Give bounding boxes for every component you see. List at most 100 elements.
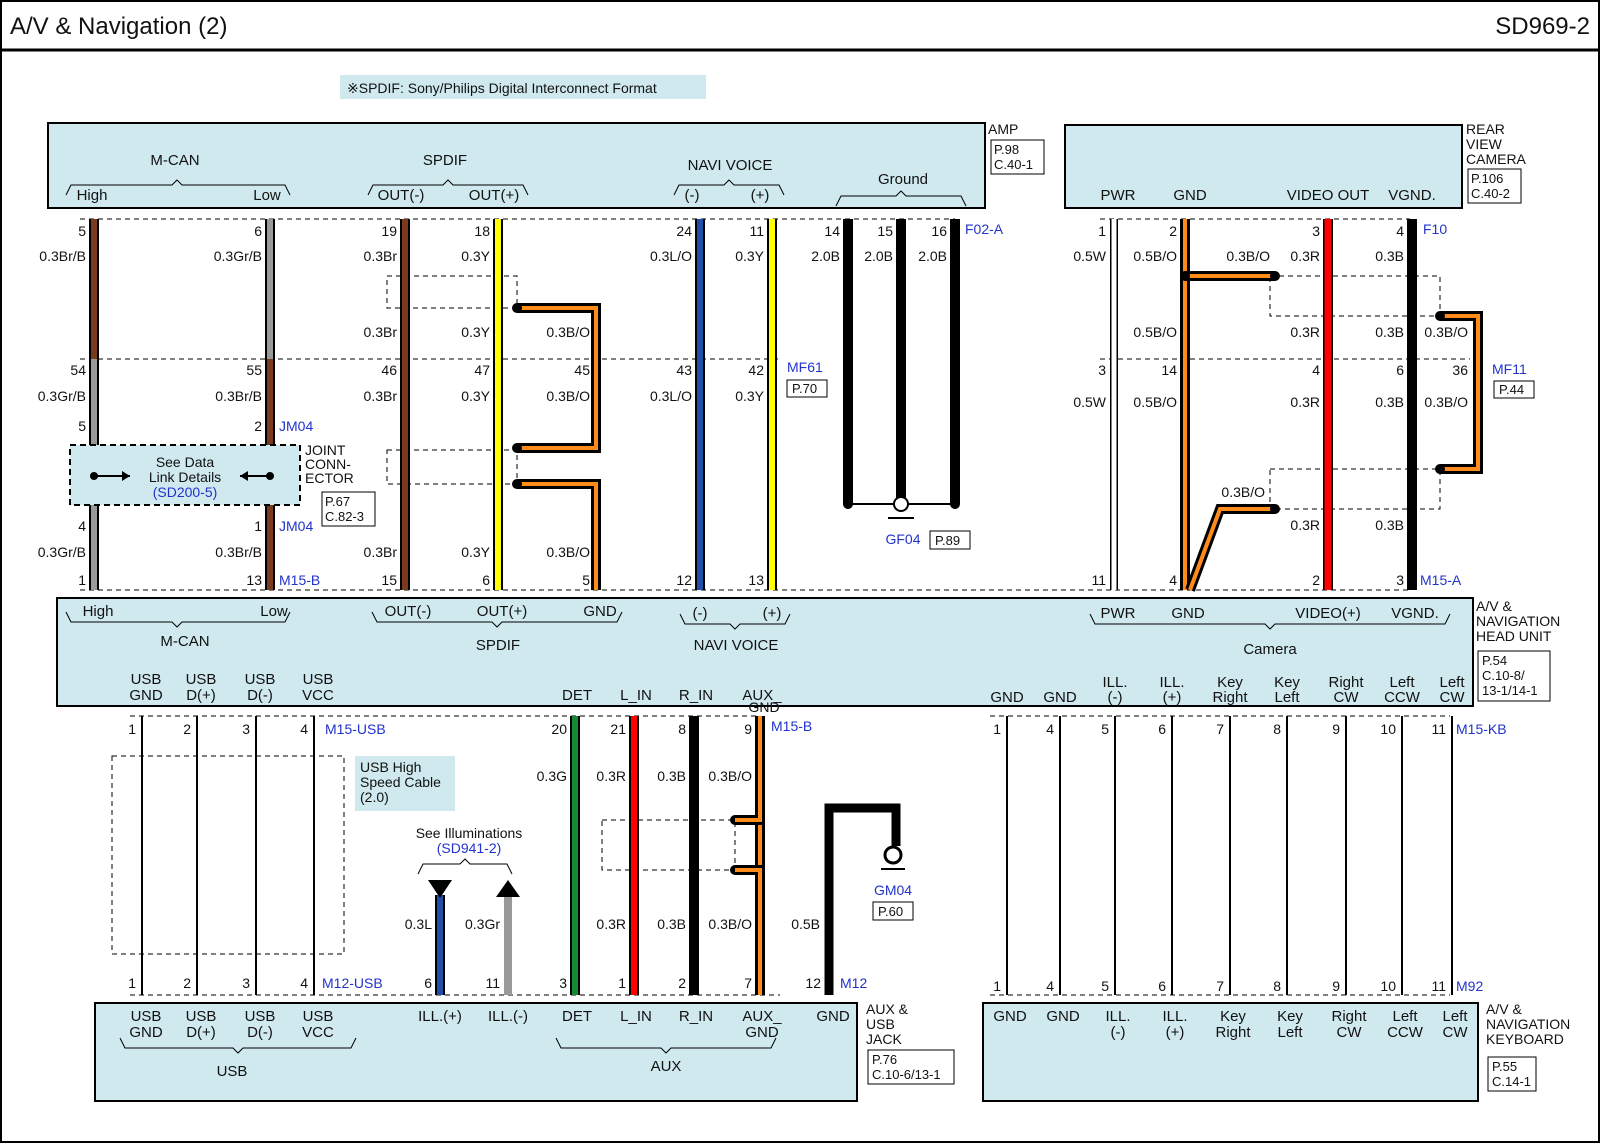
hu-camera: Camera <box>1243 641 1297 658</box>
conn-m15kb[interactable]: M15-KB <box>1456 721 1507 737</box>
hu-kb-l1-7: Left <box>1389 674 1415 691</box>
amp-pin-high: High <box>77 187 108 204</box>
amp-mcan-brace <box>65 179 291 196</box>
jack-pin-l2-3: VCC <box>302 1024 334 1041</box>
amp-ref-box <box>990 139 1045 175</box>
wl-w2a: 0.3Gr/B <box>214 248 262 264</box>
hu-kb-l2-8: CW <box>1440 689 1466 706</box>
pin-hu-cam-2: 2 <box>1312 572 1320 588</box>
pin-hu-top-5: 12 <box>676 572 692 588</box>
conn-m12[interactable]: M12 <box>840 975 867 991</box>
pin-jm-3: 1 <box>254 518 262 534</box>
pin-kbd-5: 8 <box>1273 978 1281 994</box>
camera-ref1: P.106 <box>1471 171 1503 186</box>
diagram-code: SD969-2 <box>1495 13 1590 40</box>
conn-mf61[interactable]: MF61 <box>787 359 823 375</box>
amp-ground-node-2 <box>950 499 960 509</box>
conn-m12usb[interactable]: M12-USB <box>322 975 383 991</box>
gf04-ref: P.89 <box>935 533 960 548</box>
conn-f10[interactable]: F10 <box>1423 221 1447 237</box>
conn-m15b-bottom[interactable]: M15-B <box>771 718 812 734</box>
wl-w17-1: 0.3B/O <box>708 916 752 932</box>
jack-pin-l1-6: DET <box>562 1008 592 1025</box>
pin-mid-1: 55 <box>246 362 262 378</box>
pin-cam-3: 4 <box>1396 223 1404 239</box>
gm04-ref-box <box>872 901 914 921</box>
pin-mid-5: 43 <box>676 362 692 378</box>
ill-plus-arrow <box>428 880 452 898</box>
conn-m92[interactable]: M92 <box>1456 978 1483 994</box>
conn-m15a[interactable]: M15-A <box>1420 572 1462 588</box>
pin-mf11-3: 6 <box>1396 362 1404 378</box>
illum-brace <box>417 858 513 875</box>
pin-mid-0: 54 <box>70 362 86 378</box>
conn-m15b-top[interactable]: M15-B <box>279 572 320 588</box>
hu-ref1: P.54 <box>1482 653 1507 668</box>
amp-pin-navi-plus: (+) <box>751 187 770 204</box>
camera-pin-pwr: PWR <box>1101 187 1136 204</box>
joint-see-link[interactable]: (SD200-5) <box>153 484 218 500</box>
page-title: A/V & Navigation (2) <box>10 13 227 40</box>
jack-pin-l2-0: GND <box>129 1024 163 1041</box>
wire-cam-gnd-join-casing <box>1185 504 1275 592</box>
conn-jm04-a[interactable]: JM04 <box>279 418 313 434</box>
jack-pin-l1-4: ILL.(+) <box>418 1008 462 1025</box>
kbd-ref1: P.55 <box>1492 1059 1517 1074</box>
kbd-ref-box <box>1487 1056 1537 1092</box>
pin-jm-0: 5 <box>78 418 86 434</box>
hu-kb-l2-3: (+) <box>1163 689 1182 706</box>
pin-kb-top-6: 9 <box>1332 721 1340 737</box>
kbd-pin-l2-7: CCW <box>1387 1024 1424 1041</box>
wl-w13-3: 0.3B <box>1375 517 1404 533</box>
usb-cable-1: USB High <box>360 759 421 775</box>
hu-usb-l2-1: D(+) <box>186 687 216 704</box>
conn-f02a[interactable]: F02-A <box>965 221 1004 237</box>
hu-kb-l1-1: GND <box>1043 689 1077 706</box>
keyboard-box <box>982 1002 1479 1102</box>
jack-aux-group: AUX <box>651 1058 682 1075</box>
conn-jm04-b[interactable]: JM04 <box>279 518 313 534</box>
pin-kbd-8: 11 <box>1431 978 1446 994</box>
hu-usb-l1-0: USB <box>131 671 162 688</box>
hu-name-3: HEAD UNIT <box>1476 628 1552 644</box>
wl-w1a: 0.3Br/B <box>39 248 86 264</box>
pin-mf11-2: 4 <box>1312 362 1320 378</box>
camera-pin-vgnd: VGND. <box>1388 187 1436 204</box>
wl-w9-0: 0.5W <box>1073 248 1106 264</box>
jack-pin-l2-9: GND <box>745 1024 779 1041</box>
wl-w1b: 0.3Gr/B <box>38 388 86 404</box>
hu-vgnd: VGND. <box>1391 605 1439 622</box>
pin-jm-2: 4 <box>78 518 86 534</box>
hu-kb-l1-3: ILL. <box>1159 674 1184 691</box>
splice-dots <box>512 271 1445 875</box>
conn-m15usb[interactable]: M15-USB <box>325 721 386 737</box>
wl-w3-2: 0.3Br <box>364 388 398 404</box>
usb-cable-3: (2.0) <box>360 789 389 805</box>
illum-link[interactable]: (SD941-2) <box>437 840 502 856</box>
wl-w4-2: 0.3Y <box>461 388 490 404</box>
wl-w12-1: 0.3R <box>1290 324 1320 340</box>
pin-jack-8: 2 <box>678 975 686 991</box>
hu-aux-l2-3: GND <box>748 699 779 715</box>
gf04-label[interactable]: GF04 <box>885 531 920 547</box>
pin-kb-top-7: 10 <box>1380 721 1396 737</box>
pin-aux-top-3: 9 <box>744 721 752 737</box>
connector-ids: F02-A F10 MF61 MF11 JM04 JM04 M15-B M15-… <box>279 221 1527 994</box>
amp-ground-label: Ground <box>878 171 928 188</box>
pin-kb-top-4: 7 <box>1216 721 1224 737</box>
hu-kb-l1-0: GND <box>990 689 1024 706</box>
pin-amp-0: 5 <box>78 223 86 239</box>
camera-pin-gnd: GND <box>1173 187 1207 204</box>
pin-jack-usb-0: 1 <box>128 975 136 991</box>
camera-box <box>1064 124 1463 209</box>
kbd-pin-l1-7: Left <box>1392 1008 1418 1025</box>
hu-braces <box>65 611 1451 1054</box>
wl-w12-0: 0.3R <box>1290 248 1320 264</box>
gm04-label[interactable]: GM04 <box>874 882 912 898</box>
kbd-name-1: A/V & <box>1486 1001 1522 1017</box>
conn-mf11[interactable]: MF11 <box>1492 361 1527 377</box>
pin-kbd-2: 5 <box>1101 978 1109 994</box>
pin-kb-top-0: 1 <box>993 721 1001 737</box>
